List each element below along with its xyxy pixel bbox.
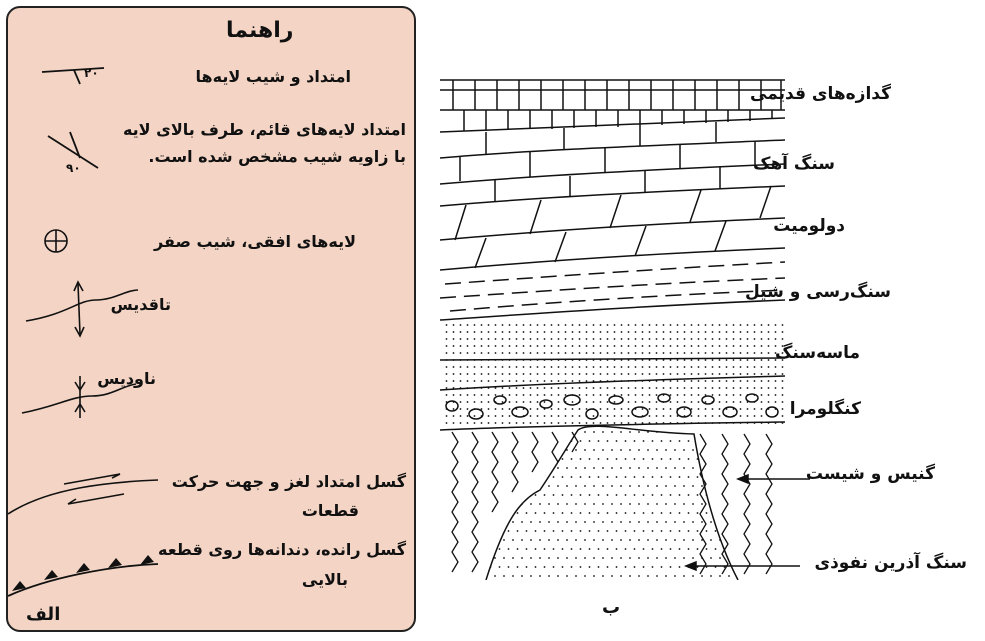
legend-label-thrust-2: بالایی (301, 570, 348, 589)
legend-label-strike-dip: امتداد و شیب لایه‌ها (195, 67, 351, 86)
legend-label-syncline: ناودیس (97, 369, 156, 388)
anticline-symbol (25, 280, 139, 338)
sandstone-dots (445, 324, 784, 424)
legend-symbols (8, 67, 159, 597)
legend-label-thrust: گسل رانده، دندانه‌ها روی قطعه (158, 540, 406, 559)
legend-title: راهنما (226, 18, 294, 43)
legend-label-anticline: تاقدیس (110, 295, 171, 314)
limestone-layer (440, 122, 785, 207)
label-dolomite: دولومیت (773, 216, 845, 236)
label-conglomerate: کنگلومرا (789, 399, 861, 419)
legend-panel: راهنما ۲۰ ۹۰ امتداد و شیب لایه‌ها امتداد… (6, 6, 416, 632)
legend-label-horizontal: لایه‌های افقی، شیب صفر (154, 232, 356, 251)
horizontal-layer-symbol (44, 229, 68, 253)
dolomite-layer (440, 185, 785, 271)
label-intrusive: سنگ آذرین نفوذی (814, 553, 967, 573)
dip-value: ۲۰ (84, 66, 99, 80)
label-sandstone: ماسه‌سنگ (775, 343, 860, 363)
vertical-dip-value: ۹۰ (66, 161, 81, 175)
gneiss-layer (451, 431, 773, 575)
sandstone-layer (440, 357, 785, 391)
legend-label-strike-slip: گسل امتداد لغز و جهت حرکت (171, 472, 406, 491)
legend-label-vertical-strike-2: با زاویه شیب مشخص شده است. (148, 147, 406, 166)
legend-label-vertical-strike: امتداد لایه‌های قائم، طرف بالای لایه (122, 120, 406, 139)
label-limestone: سنگ آهک (752, 154, 835, 174)
conglomerate-layer (440, 393, 785, 431)
strike-dip-symbol (41, 67, 105, 85)
label-gneiss: گنیس و شیست (805, 464, 935, 484)
legend-label-strike-slip-2: قطعات (301, 501, 359, 520)
shale-layer (440, 261, 785, 321)
intrusive-body-outline (485, 425, 739, 580)
strike-slip-fault-symbol (8, 473, 159, 515)
figure-label-a: الف (26, 604, 61, 625)
lava-layer (440, 79, 785, 133)
label-lava: گدازه‌های قدیمی (750, 84, 891, 104)
thrust-fault-symbol (8, 555, 159, 597)
figure-label-b: ب (602, 597, 621, 618)
vertical-strike-symbol (47, 131, 99, 169)
label-shale: سنگ‌رسی و شیل (744, 282, 891, 302)
syncline-symbol (21, 376, 137, 418)
